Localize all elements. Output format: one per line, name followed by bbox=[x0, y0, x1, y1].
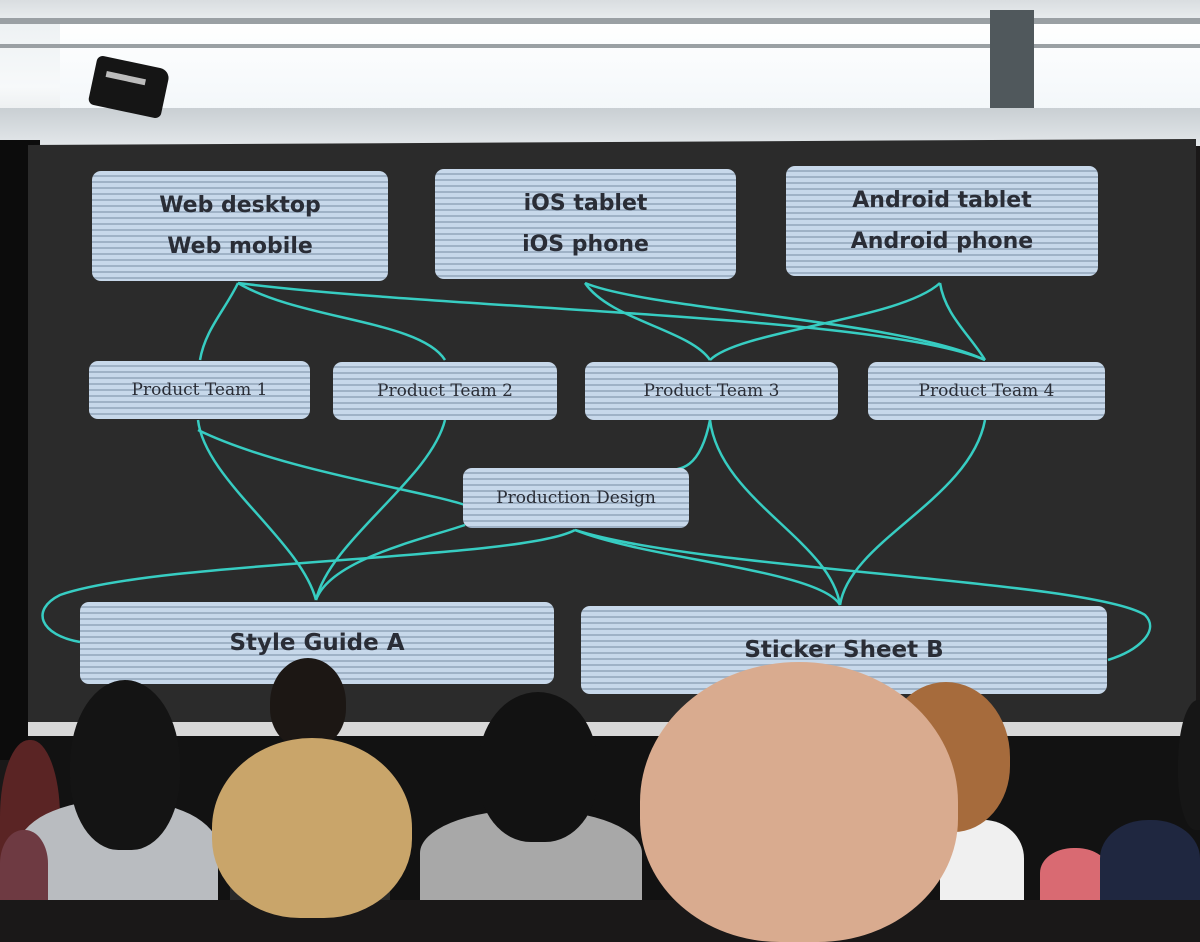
platform-label: Web mobile bbox=[167, 233, 313, 259]
platform-label: iOS tablet bbox=[523, 190, 648, 216]
audience-head bbox=[70, 680, 180, 850]
team-box-1: Product Team 1 bbox=[89, 361, 310, 419]
audience-member bbox=[1100, 820, 1200, 900]
team-label: Product Team 1 bbox=[131, 380, 268, 400]
ceiling-beam bbox=[0, 18, 1200, 24]
team-box-2: Product Team 2 bbox=[333, 362, 557, 420]
style-guide-box: Style Guide A bbox=[80, 602, 554, 684]
connector-lines bbox=[41, 281, 1152, 662]
platform-label: iOS phone bbox=[522, 231, 649, 257]
ceiling-column bbox=[990, 10, 1034, 108]
platform-label: Web desktop bbox=[159, 192, 321, 218]
platform-label: Android phone bbox=[850, 228, 1034, 254]
platform-box-ios: iOS tablet iOS phone bbox=[435, 169, 736, 279]
platform-box-web: Web desktop Web mobile bbox=[92, 171, 388, 281]
audience-head bbox=[1178, 700, 1200, 830]
audience-head bbox=[640, 662, 958, 942]
platform-box-android: Android tablet Android phone bbox=[786, 166, 1098, 276]
audience-head bbox=[212, 738, 412, 918]
team-label: Product Team 3 bbox=[643, 381, 780, 401]
team-label: Product Team 4 bbox=[918, 381, 1055, 401]
guide-label: Sticker Sheet B bbox=[744, 637, 944, 663]
production-design-label: Production Design bbox=[496, 488, 656, 508]
platform-label: Android tablet bbox=[852, 187, 1032, 213]
production-design-box: Production Design bbox=[463, 468, 689, 528]
ceiling-beam bbox=[0, 44, 1200, 48]
audience-head bbox=[478, 692, 598, 842]
team-box-3: Product Team 3 bbox=[585, 362, 838, 420]
audience-member bbox=[0, 830, 48, 900]
team-label: Product Team 2 bbox=[377, 381, 513, 401]
audience-head bbox=[270, 658, 346, 748]
team-box-4: Product Team 4 bbox=[868, 362, 1105, 420]
guide-label: Style Guide A bbox=[229, 630, 405, 656]
audience-member bbox=[1040, 848, 1110, 900]
